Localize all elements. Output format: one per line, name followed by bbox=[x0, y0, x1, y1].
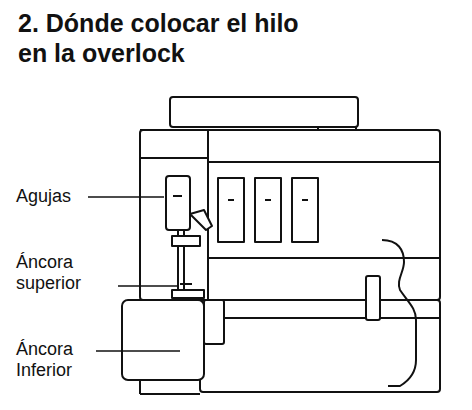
page-title: 2. Dónde colocar el hilo en la overlock bbox=[18, 8, 318, 68]
part-label: Agujas bbox=[16, 186, 112, 207]
part-label: Áncora superior bbox=[16, 252, 112, 294]
leader-line bbox=[96, 350, 180, 352]
part-label: Áncora Inferior bbox=[16, 339, 112, 381]
leader-line bbox=[88, 196, 164, 198]
leader-line bbox=[118, 285, 178, 287]
machine-outline bbox=[122, 97, 440, 394]
leader-lines bbox=[88, 197, 180, 351]
